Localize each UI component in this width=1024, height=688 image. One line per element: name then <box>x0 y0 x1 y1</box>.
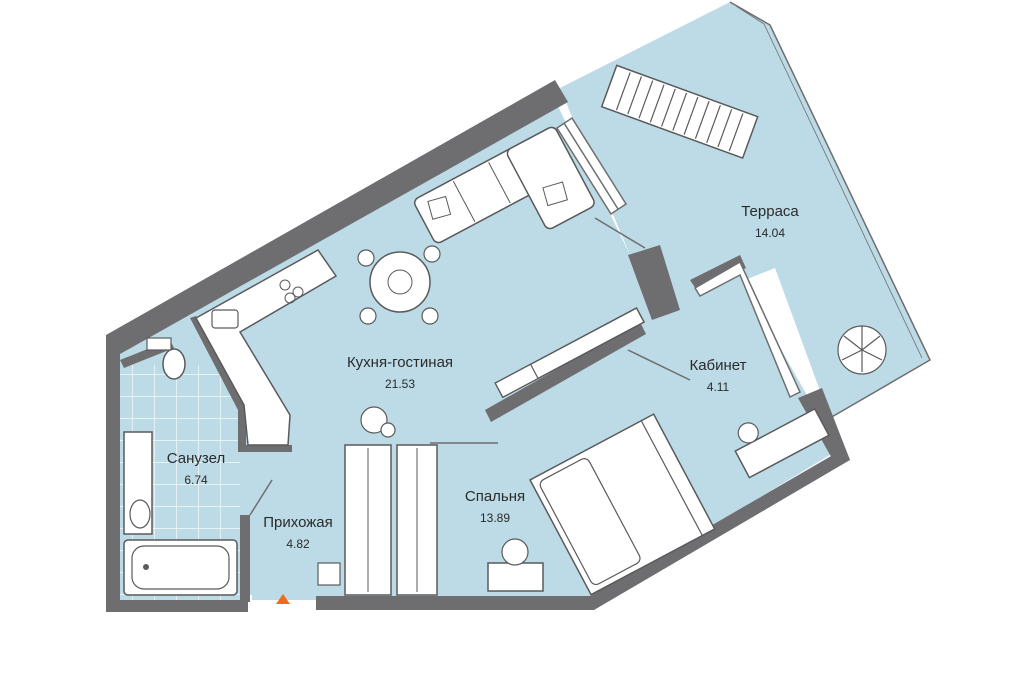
toilet-icon <box>146 337 186 380</box>
media-unit <box>494 306 646 399</box>
desk-icon <box>487 562 544 592</box>
room-name-office: Кабинет <box>689 357 747 374</box>
room-area-bathroom: 6.74 <box>184 473 208 487</box>
entrance-arrow-icon <box>276 594 290 604</box>
washbasin-icon <box>123 431 153 535</box>
room-area-living: 21.53 <box>384 377 416 391</box>
desk-icon <box>734 407 830 479</box>
walls <box>106 80 850 612</box>
room-area-terrace: 14.04 <box>754 226 786 240</box>
plant-icon <box>360 406 396 438</box>
plant-icon <box>837 325 887 375</box>
shoe-cabinet <box>317 562 341 586</box>
room-label-hall: Прихожая 4.82 <box>248 514 348 552</box>
terrace-railing <box>729 1 931 419</box>
room-area-hall: 4.82 <box>286 537 310 551</box>
room-name-bedroom: Спальня <box>464 488 526 505</box>
kitchen-sink-icon <box>211 309 239 329</box>
double-bed-icon <box>529 413 716 596</box>
wardrobe-icon <box>344 444 438 596</box>
office-window <box>693 260 801 399</box>
bathtub-icon <box>123 539 238 596</box>
room-label-bathroom: Санузел 6.74 <box>146 450 246 488</box>
terrace-door <box>555 116 628 216</box>
room-area-office: 4.11 <box>706 380 730 394</box>
dining-table-icon <box>357 245 441 325</box>
room-area-bedroom: 13.89 <box>479 511 511 525</box>
sofa-icon <box>413 126 595 244</box>
room-label-bedroom: Спальня 13.89 <box>445 488 545 526</box>
room-name-hall: Прихожая <box>263 514 333 531</box>
sun-lounger-icon <box>600 64 759 159</box>
kitchen-counter <box>194 249 338 446</box>
room-label-office: Кабинет 4.11 <box>668 357 768 395</box>
terrace-railing-inner <box>735 5 923 359</box>
room-name-living: Кухня-гостиная <box>346 354 454 371</box>
room-label-terrace: Терраса 14.04 <box>700 203 840 241</box>
room-name-bathroom: Санузел <box>166 450 226 467</box>
kitchen-stove-icon <box>279 279 304 304</box>
room-label-living: Кухня-гостиная 21.53 <box>325 354 475 392</box>
armchair-icon <box>501 538 529 566</box>
room-name-terrace: Терраса <box>741 203 799 220</box>
